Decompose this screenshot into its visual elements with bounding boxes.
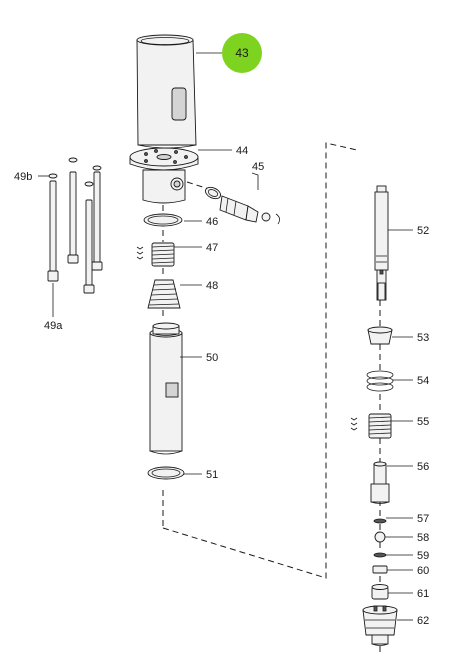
- part-48-conical-spring: [147, 279, 181, 309]
- callout-55: 55: [417, 416, 429, 428]
- callout-56: 56: [417, 461, 429, 473]
- part-57-seal: [373, 518, 387, 524]
- part-50-cylinder: [149, 322, 183, 455]
- part-46-o-ring: [143, 213, 183, 227]
- part-49-bolts: [47, 157, 103, 294]
- callout-60: 60: [417, 565, 429, 577]
- leader-lines: [38, 52, 413, 621]
- callout-44: 44: [236, 145, 248, 157]
- part-55-spring: [350, 413, 392, 439]
- part-43-sleeve: [136, 34, 197, 149]
- part-44-flange-housing: [129, 147, 199, 204]
- highlight-badge: [222, 33, 262, 73]
- part-61-sleeve: [371, 584, 389, 600]
- callout-53: 53: [417, 332, 429, 344]
- callout-62: 62: [417, 615, 429, 627]
- callout-50: 50: [206, 352, 218, 364]
- part-56-valve-stem: [370, 461, 390, 504]
- callout-43: 43: [235, 46, 249, 60]
- part-51-o-ring: [147, 466, 185, 480]
- part-45-valve-assembly: [204, 186, 280, 225]
- callout-49b: 49b: [14, 171, 32, 183]
- callout-45: 45: [252, 161, 264, 173]
- part-52-shaft: [374, 185, 389, 301]
- part-59-seal: [373, 552, 387, 558]
- callout-54: 54: [417, 375, 429, 387]
- part-53-bushing: [367, 326, 393, 345]
- callout-61: 61: [417, 588, 429, 600]
- part-62-nozzle: [362, 605, 398, 646]
- callout-57: 57: [417, 513, 429, 525]
- part-54-spring: [366, 370, 394, 392]
- callout-52: 52: [417, 225, 429, 237]
- callout-47: 47: [206, 242, 218, 254]
- grease-icon: [136, 246, 144, 260]
- callout-46: 46: [206, 216, 218, 228]
- callout-48: 48: [206, 280, 218, 292]
- part-47-spring: [136, 242, 175, 267]
- grease-icon: [350, 417, 358, 431]
- callout-49a: 49a: [44, 320, 63, 332]
- part-58-ball: [374, 531, 386, 543]
- callout-51: 51: [206, 469, 218, 481]
- callout-59: 59: [417, 550, 429, 562]
- assembly-guide-lines: [162, 142, 381, 655]
- callout-58: 58: [417, 532, 429, 544]
- part-60-ring: [372, 565, 388, 574]
